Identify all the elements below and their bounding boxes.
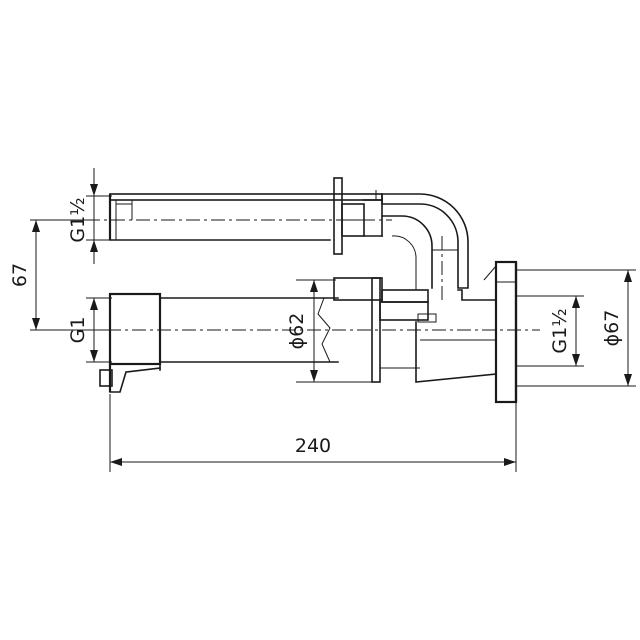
dim-thread-right: G1½ [549, 308, 571, 353]
dim-offset-height: 67 [9, 263, 31, 287]
dim-diameter-outer: ϕ67 [601, 310, 623, 347]
lower-pipe [99, 260, 518, 404]
extension-lines [30, 195, 636, 472]
dim-overall-length: 240 [295, 435, 331, 457]
dimension-labels: G1½ 67 G1 ϕ62 G1½ ϕ67 240 [9, 197, 623, 457]
center-lines [82, 219, 540, 331]
dimension-lines [32, 168, 632, 466]
upper-pipe [108, 177, 383, 255]
dim-diameter-inner: ϕ62 [286, 313, 308, 350]
dim-thread-top: G1½ [67, 197, 89, 242]
dim-thread-bottom: G1 [67, 317, 89, 344]
elbow-bend [381, 193, 469, 290]
